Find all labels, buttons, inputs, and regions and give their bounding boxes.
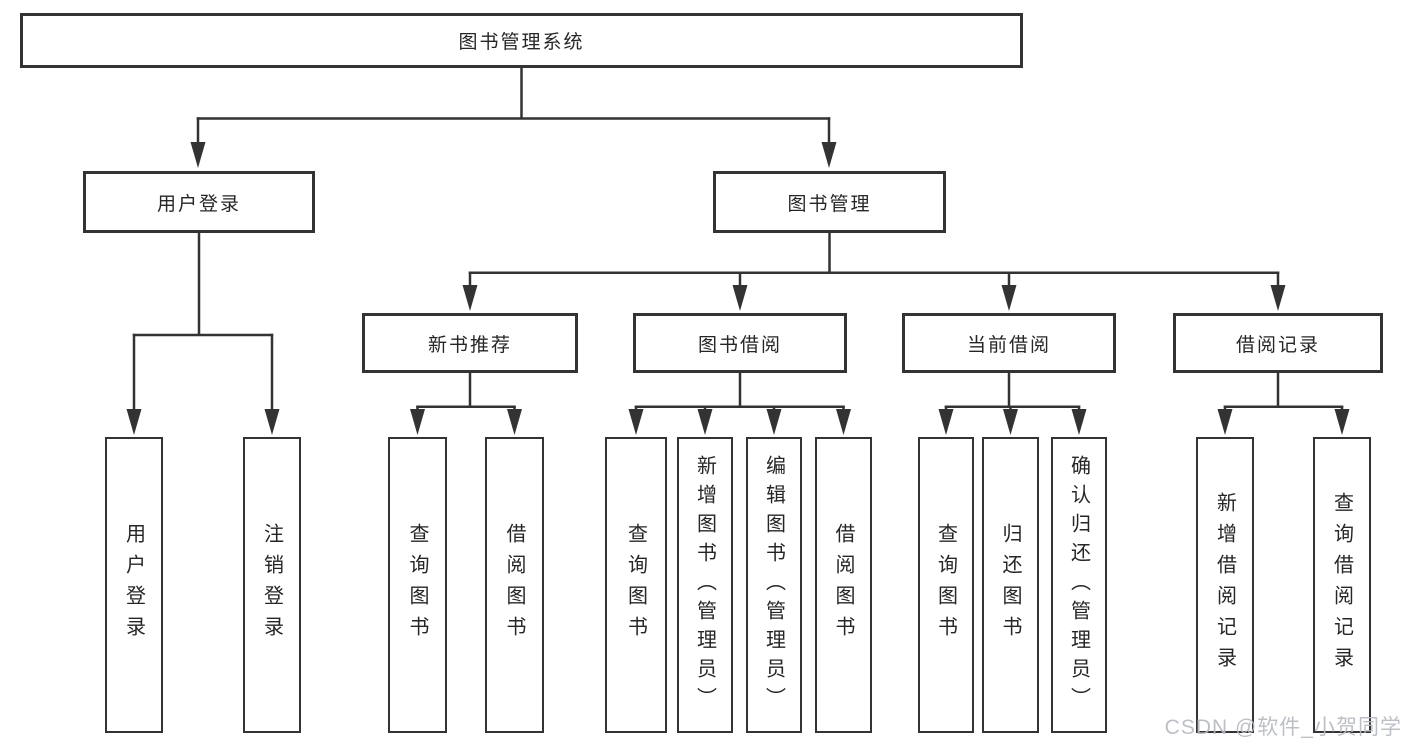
leaf-query-books-recommend: 查询图书 bbox=[388, 437, 447, 733]
leaf-add-books-admin: 新增图书（管理员） bbox=[677, 437, 733, 733]
node-book-management: 图书管理 bbox=[713, 171, 946, 233]
leaf-return-books: 归还图书 bbox=[982, 437, 1039, 733]
leaf-query-books-current: 查询图书 bbox=[918, 437, 974, 733]
edge-book-borrow-children bbox=[628, 371, 851, 435]
node-borrowing-records: 借阅记录 bbox=[1173, 313, 1383, 373]
leaf-logout-login: 注销登录 bbox=[243, 437, 301, 733]
node-user-login: 用户登录 bbox=[83, 171, 315, 233]
edge-book-management-children bbox=[462, 231, 1286, 311]
node-book-borrowing: 图书借阅 bbox=[633, 313, 847, 373]
root-node: 图书管理系统 bbox=[20, 13, 1023, 68]
node-current-borrowing: 当前借阅 bbox=[902, 313, 1116, 373]
leaf-borrow-books-recommend: 借阅图书 bbox=[485, 437, 544, 733]
csdn-watermark: CSDN @软件_小贺同学 bbox=[1164, 716, 1402, 739]
edge-user-login-children bbox=[126, 231, 280, 435]
leaf-edit-books-admin: 编辑图书（管理员） bbox=[746, 437, 802, 733]
leaf-confirm-return-admin: 确认归还（管理员） bbox=[1051, 437, 1107, 733]
edge-root-to-level2 bbox=[190, 66, 837, 168]
edge-borrow-records-children bbox=[1217, 371, 1350, 435]
edge-new-book-children bbox=[410, 371, 522, 435]
node-new-book-recommend: 新书推荐 bbox=[362, 313, 578, 373]
leaf-query-books-borrowing: 查询图书 bbox=[605, 437, 667, 733]
edge-current-borrow-children bbox=[938, 371, 1087, 435]
leaf-user-login: 用户登录 bbox=[105, 437, 163, 733]
leaf-query-borrow-record: 查询借阅记录 bbox=[1313, 437, 1371, 733]
leaf-add-borrow-record: 新增借阅记录 bbox=[1196, 437, 1254, 733]
leaf-borrow-books-borrowing: 借阅图书 bbox=[815, 437, 872, 733]
